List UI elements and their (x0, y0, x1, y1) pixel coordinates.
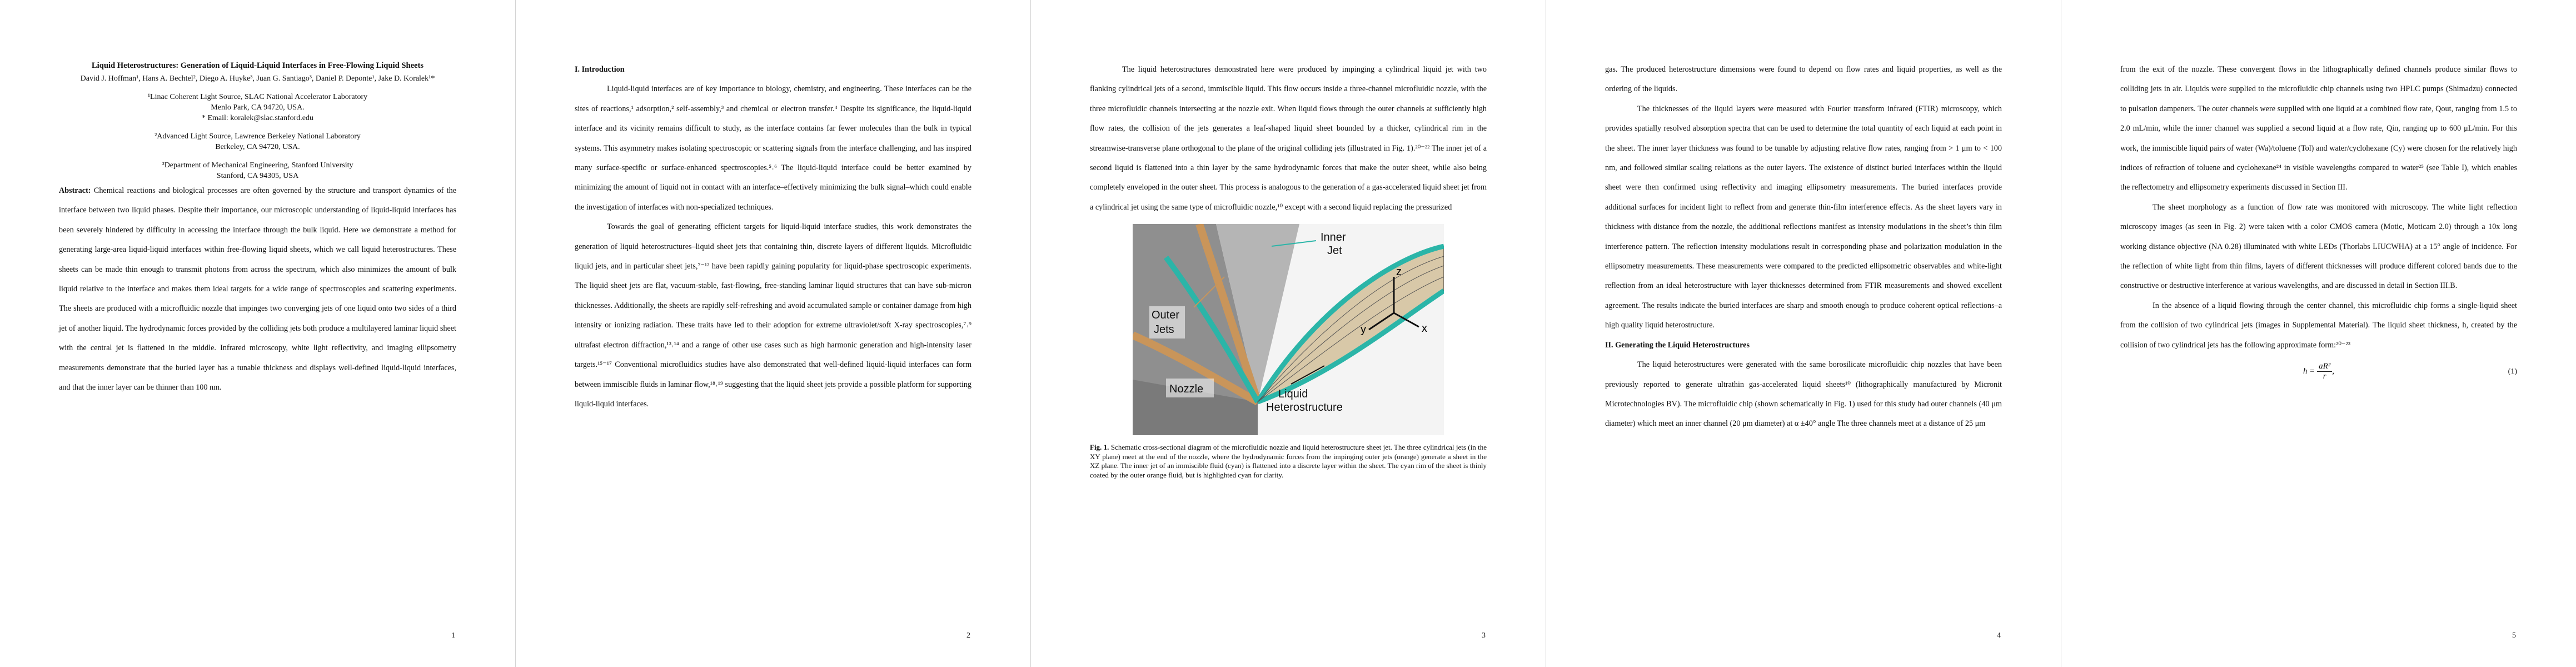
nozzle-bottom (1133, 380, 1258, 436)
caption-label: Fig. 1. (1090, 443, 1109, 452)
abstract: Abstract: Chemical reactions and biologi… (59, 181, 456, 397)
equation-fraction: aR² r (2317, 362, 2333, 381)
section-heading-introduction: I. Introduction (575, 65, 625, 74)
sheet-streamline (1257, 276, 1444, 402)
page-1: Liquid Heterostructures: Generation of L… (0, 0, 515, 667)
nozzle-schematic: z y x Inner Jet Outer Jets Nozzle (1133, 224, 1444, 436)
label-liquid-heterostructure: Liquid Heterostructure (1266, 388, 1343, 414)
nozzle-face (1216, 224, 1299, 402)
label-inner-jet: Inner Jet (1321, 231, 1349, 257)
axis-y-arrow (1368, 312, 1394, 331)
equation-number: (1) (2508, 367, 2517, 376)
body-paragraph: from the exit of the nozzle. These conve… (2120, 65, 2517, 192)
sheet-rim-upper (1255, 243, 1444, 404)
section-heading-generating: II. Generating the Liquid Heterostructur… (1605, 340, 1750, 350)
equation-denominator: r (2323, 372, 2326, 381)
body-paragraph: gas. The produced heterostructure dimens… (1605, 65, 2002, 94)
equation-body: h = aR² r , (2303, 362, 2334, 381)
figure-1: z y x Inner Jet Outer Jets Nozzle (1090, 224, 1487, 480)
paper-title: Liquid Heterostructures: Generation of L… (91, 61, 424, 70)
affiliation-lbnl: ²Advanced Light Source, Lawrence Berkele… (155, 132, 361, 151)
sheet-rim-lower (1257, 288, 1444, 405)
label-backdrop (1166, 379, 1214, 398)
body-paragraph: Towards the goal of generating efficient… (575, 222, 971, 409)
callout-inner-jet (1271, 240, 1317, 247)
label-nozzle: Nozzle (1169, 383, 1203, 395)
label-inner-jet-line1: Inner (1321, 231, 1346, 243)
caption-text: Schematic cross-sectional diagram of the… (1090, 443, 1487, 479)
body-paragraph: The thicknesses of the liquid layers wer… (1605, 104, 2002, 330)
body-paragraph: In the absence of a liquid flowing throu… (2120, 301, 2517, 350)
body-paragraph: The sheet morphology as a function of fl… (2120, 202, 2517, 291)
body-paragraph: Liquid-liquid interfaces are of key impo… (575, 84, 971, 212)
figure-caption: Fig. 1. Schematic cross-sectional diagra… (1090, 443, 1487, 480)
label-backdrop (1149, 306, 1185, 339)
abstract-label: Abstract: (59, 186, 91, 195)
label-heterostructure-line1: Liquid (1278, 388, 1308, 400)
page-number: 5 (2512, 631, 2516, 640)
outer-jet-lower (1133, 331, 1260, 406)
label-outer-jets: Outer Jets (1152, 309, 1183, 336)
axis-y-label: y (1361, 323, 1366, 336)
inner-jet (1163, 256, 1260, 404)
outer-jet-upper (1195, 224, 1262, 404)
affiliation-stanford: ³Department of Mechanical Engineering, S… (162, 161, 353, 180)
equation-lhs: h = (2303, 367, 2315, 376)
page-number: 4 (1997, 631, 2001, 640)
page-3: The liquid heterostructures demonstrated… (1030, 0, 1546, 667)
label-outer-jets-line1: Outer (1152, 309, 1179, 321)
axis-z-label: z (1396, 266, 1402, 278)
affiliation-slac: ¹Linac Coherent Light Source, SLAC Natio… (147, 93, 368, 122)
label-outer-jets-line2: Jets (1154, 323, 1174, 336)
author-list: David J. Hoffman¹, Hans A. Bechtel², Die… (80, 74, 435, 83)
equation-numerator: aR² (2317, 362, 2333, 372)
page-number: 2 (966, 631, 970, 640)
label-heterostructure-line2: Heterostructure (1266, 401, 1343, 414)
callout-heterostructure (1291, 365, 1325, 385)
page-4: gas. The produced heterostructure dimens… (1546, 0, 2061, 667)
body-paragraph: The liquid heterostructures were generat… (1605, 360, 2002, 429)
page-5: from the exit of the nozzle. These conve… (2061, 0, 2576, 667)
page-number: 1 (451, 631, 455, 640)
label-inner-jet-line2: Jet (1327, 245, 1342, 257)
sheet-streamline (1257, 265, 1444, 402)
callout-outer-jets (1193, 276, 1225, 308)
page-2: I. Introduction Liquid-liquid interfaces… (515, 0, 1030, 667)
equation-tail: , (2332, 367, 2335, 376)
equation-1: h = aR² r , (1) (2120, 357, 2517, 393)
page-number: 3 (1482, 631, 1486, 640)
axis-x-label: x (1422, 322, 1427, 335)
abstract-text: Chemical reactions and biological proces… (59, 186, 456, 392)
axis-x-arrow (1393, 312, 1419, 328)
sheet-streamline (1257, 256, 1444, 402)
body-paragraph: The liquid heterostructures demonstrated… (1090, 65, 1487, 212)
